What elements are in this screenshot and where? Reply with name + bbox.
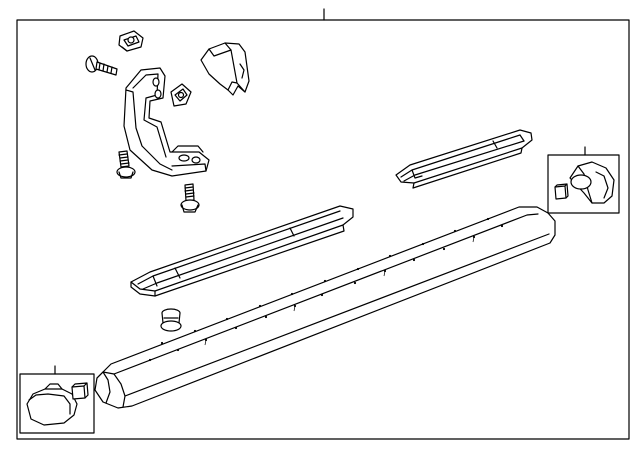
frame — [16, 19, 630, 440]
clip-nut — [118, 30, 144, 52]
bolt-lower — [180, 183, 200, 213]
clip-nut-small — [170, 83, 192, 107]
end-cap-right — [547, 146, 620, 214]
step-pad-front — [130, 205, 354, 297]
plug — [160, 308, 182, 332]
running-board — [94, 206, 556, 409]
mounting-bracket — [123, 67, 210, 177]
step-pad-rear — [395, 129, 533, 189]
bracket-cover — [200, 42, 250, 96]
screw — [85, 55, 118, 76]
end-cap-left — [19, 365, 95, 434]
bolt-upper — [116, 150, 136, 179]
